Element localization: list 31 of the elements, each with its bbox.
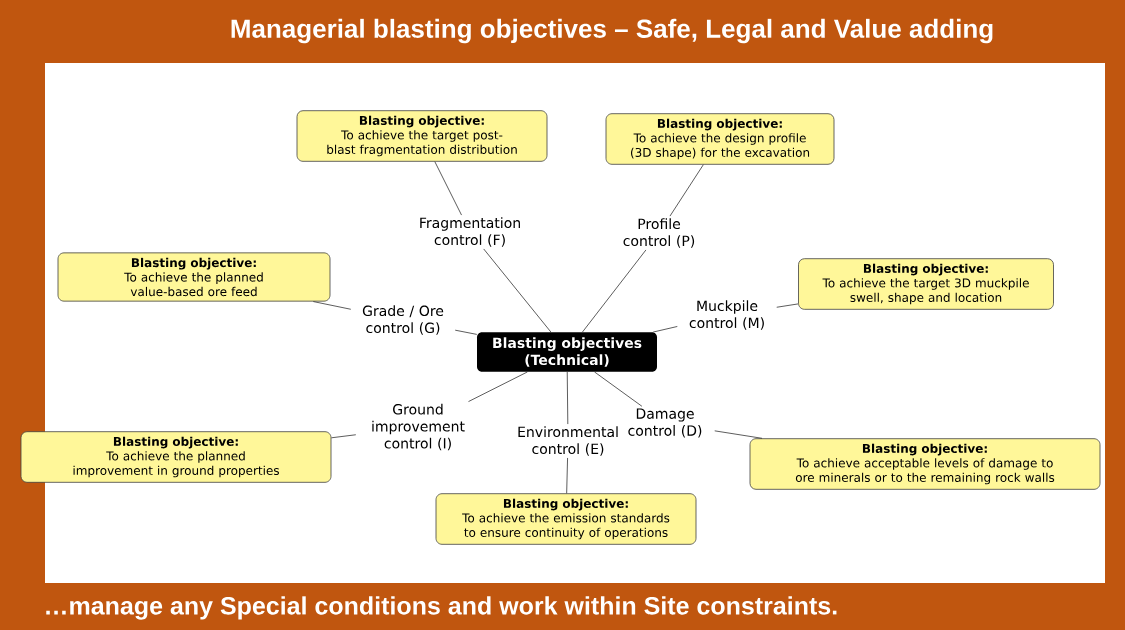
connector-line: [434, 161, 462, 216]
objective-box: Blasting objective: To achieve acceptable levels of damage to ore minerals or to the remaining rock walls: [749, 438, 1101, 490]
connector-line: [331, 434, 357, 439]
connector-line: [483, 248, 552, 333]
connector-line: [652, 326, 678, 333]
connector-line: [594, 371, 643, 407]
control-label: Ground improvement control (I): [372, 403, 465, 451]
caption: …manage any Special conditions and work within Site constraints.: [46, 596, 837, 620]
connector-line: [312, 301, 352, 310]
control-label: Environmental control (E): [518, 426, 618, 456]
control-label: Grade / Ore control (G): [362, 305, 444, 335]
control-label: Muckpile control (M): [689, 300, 764, 330]
connector-line: [714, 430, 763, 439]
objective-box: Blasting objective: To achieve the emission standards to ensure continuity of operations: [435, 493, 697, 545]
control-label: Fragmentation control (F): [420, 217, 520, 247]
connector-line: [566, 457, 568, 494]
objective-box: Blasting objective: To achieve the planned value-based ore feed: [57, 252, 331, 302]
connector-line: [468, 371, 528, 402]
connector-line: [582, 249, 647, 333]
control-label: Profile control (P): [623, 218, 695, 248]
objective-box: Blasting objective: To achieve the target post-blast fragmentation distribution: [296, 110, 548, 162]
control-label: Damage control (D): [628, 408, 702, 438]
objective-box: Blasting objective: To achieve the design profile (3D shape) for the excavation: [605, 113, 835, 165]
connector-line: [776, 303, 799, 308]
connector-line: [566, 371, 569, 425]
title: Managerial blasting objectives – Safe, Legal and Value adding: [231, 18, 993, 44]
connector-line: [454, 329, 478, 335]
connector-line: [669, 164, 704, 217]
topic-box: Blasting objectives (Technical): [477, 332, 657, 372]
objective-box: Blasting objective: To achieve the planned improvement in ground properties: [20, 431, 332, 483]
objective-box: Blasting objective: To achieve the target 3D muckpile swell, shape and location: [798, 258, 1054, 310]
